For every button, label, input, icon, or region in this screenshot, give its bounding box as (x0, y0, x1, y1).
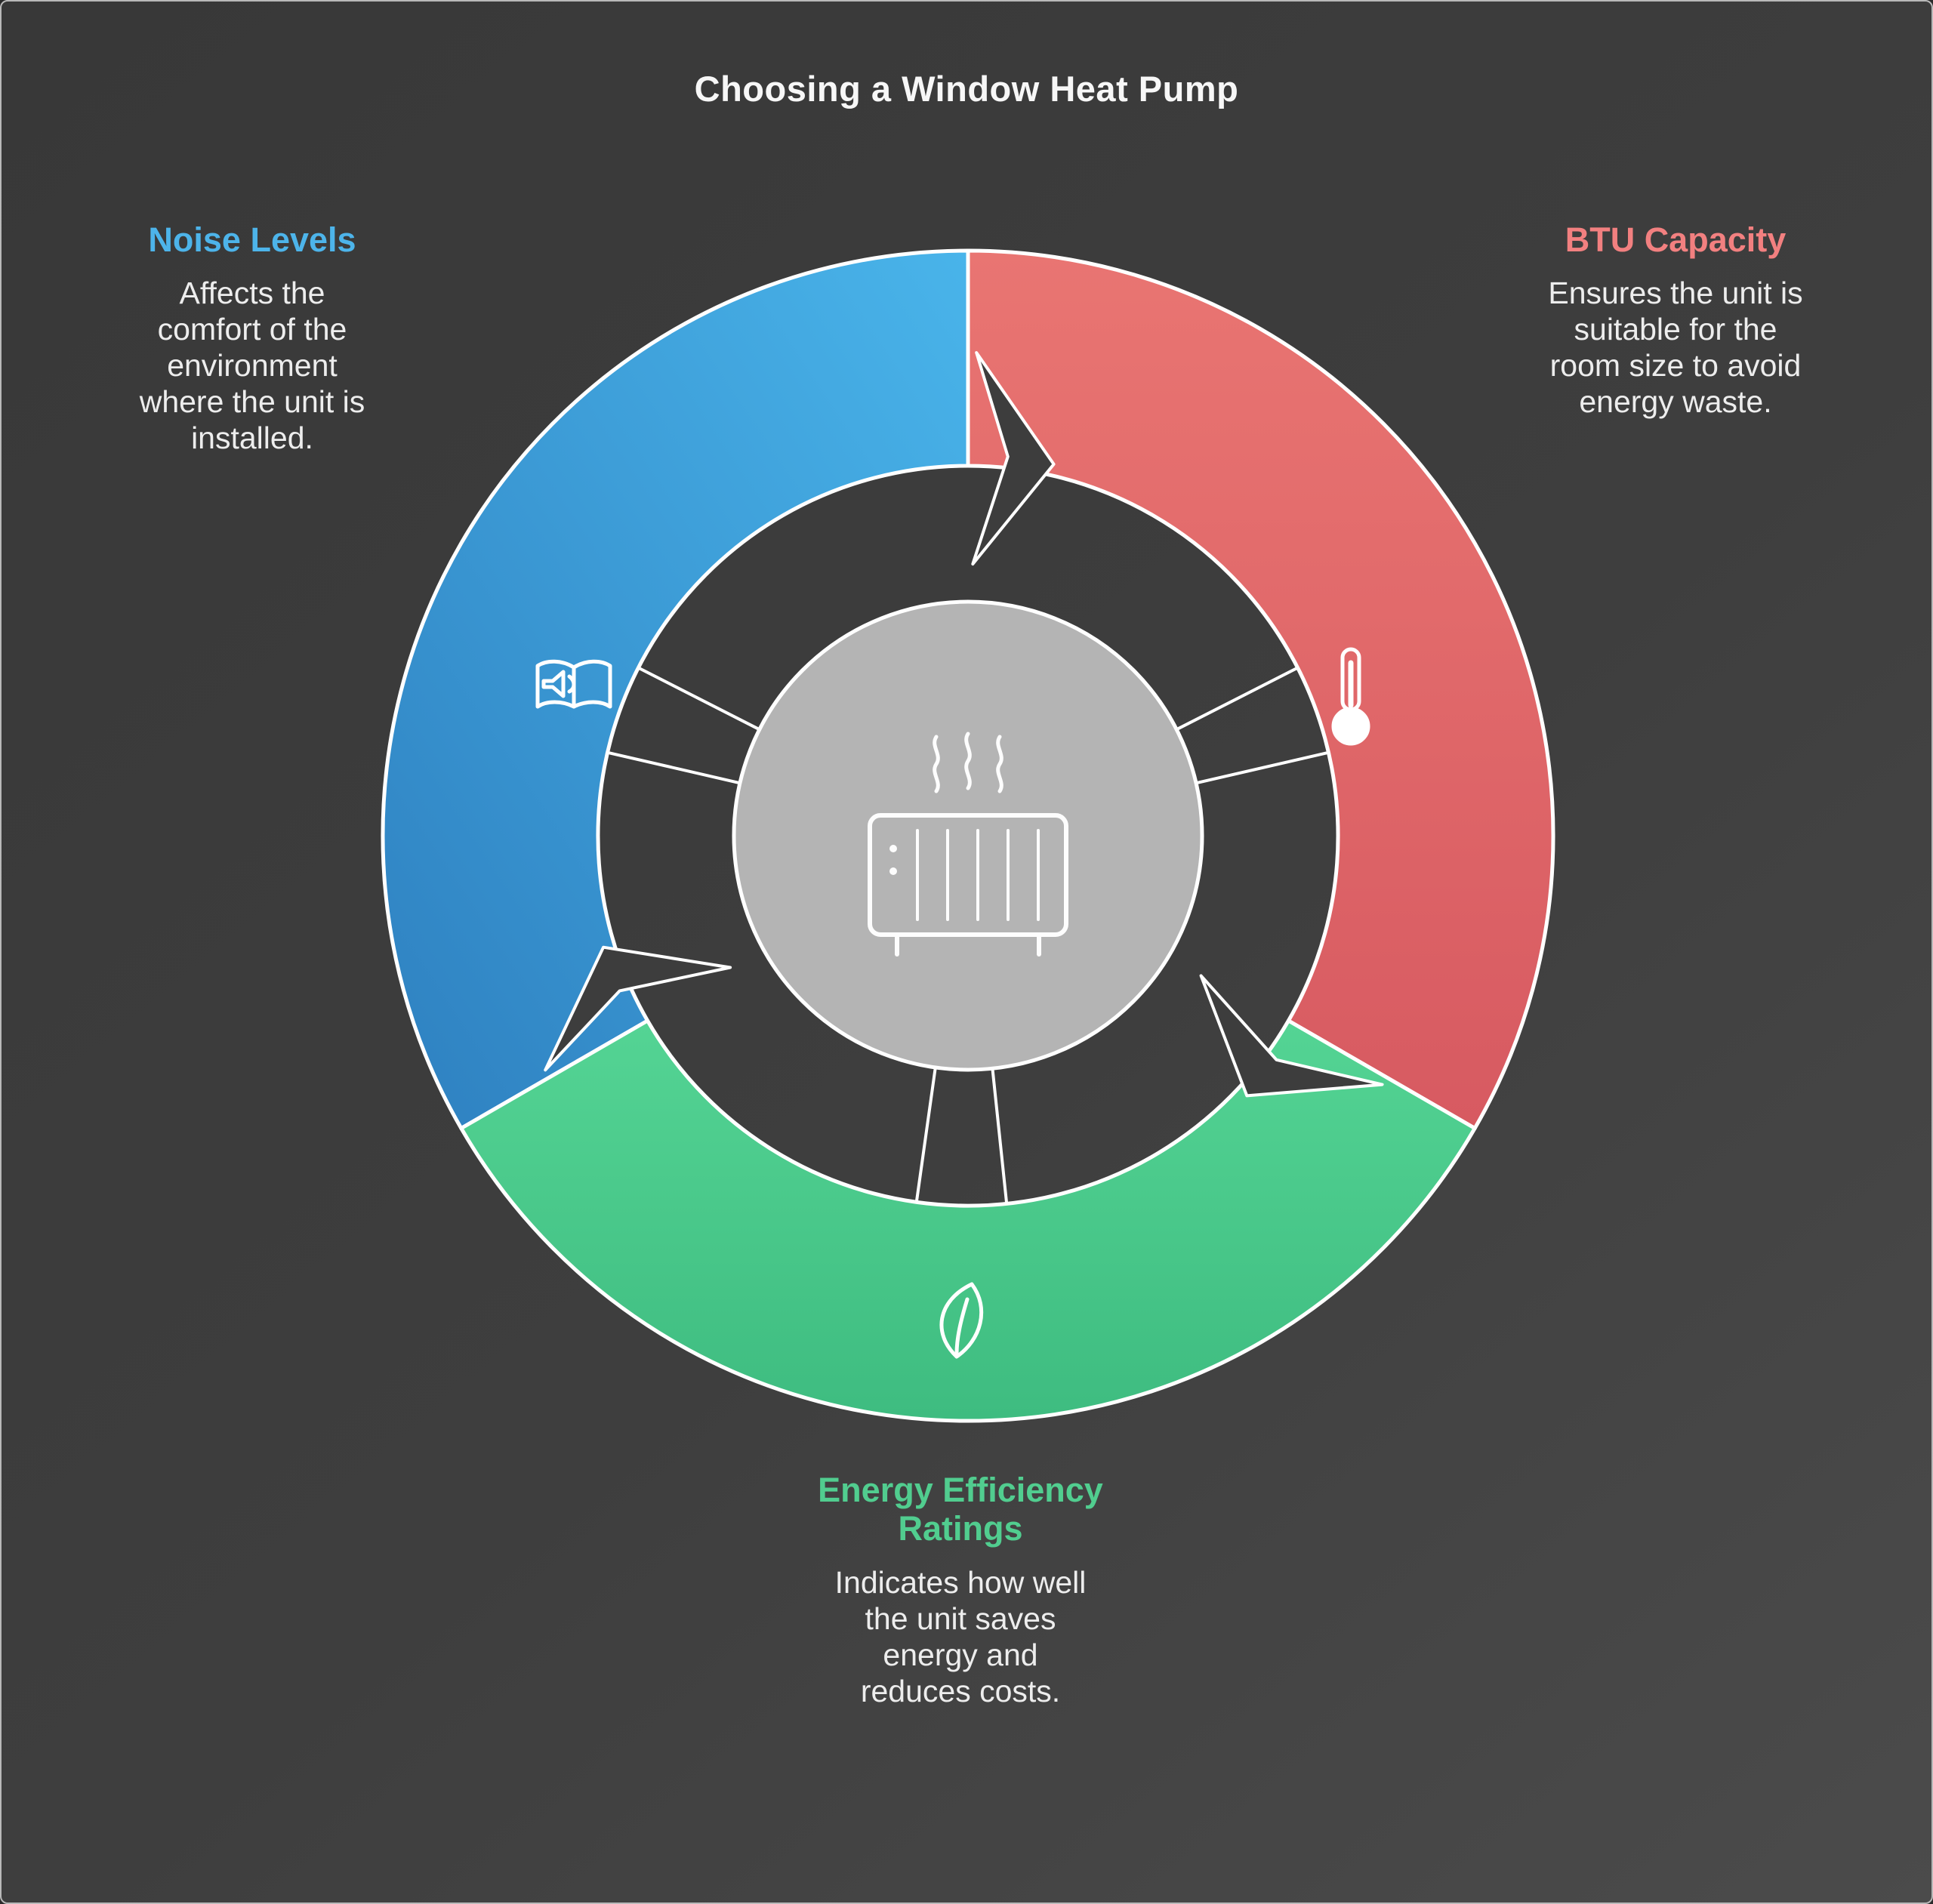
factor-energy-efficiency-description: Indicates how well the unit saves energy… (758, 1565, 1163, 1710)
segment-btu (966, 248, 1555, 1130)
factor-btu-capacity-description: Ensures the unit is suitable for the roo… (1483, 276, 1868, 421)
donut-ring (381, 248, 1555, 1423)
page-title: Choosing a Window Heat Pump (694, 69, 1239, 109)
description-line: Ensures the unit is (1548, 276, 1803, 311)
factor-noise-levels-description: Affects the comfort of the environment w… (71, 276, 433, 457)
leaf-icon (939, 1282, 984, 1359)
description-line: installed. (191, 421, 313, 456)
description-line: room size to avoid (1549, 348, 1802, 384)
factor-energy-efficiency-heading: Energy Efficiency Ratings (758, 1471, 1163, 1548)
cycle-arrow-right (1199, 974, 1384, 1098)
cycle-ring (544, 351, 1384, 1206)
factor-noise-levels-heading: Noise Levels (148, 220, 356, 259)
factor-noise-levels: Noise Levels Affects the comfort of the … (71, 220, 433, 457)
cycle-arrows (544, 351, 1384, 1098)
description-line: energy waste. (1579, 384, 1772, 420)
factor-energy-efficiency: Energy Efficiency Ratings Indicates how … (758, 1471, 1163, 1709)
thermometer-icon (1331, 647, 1370, 746)
description-line: suitable for the (1574, 312, 1777, 347)
description-line: comfort of the (157, 312, 347, 347)
cycle-arrow-top (971, 351, 1056, 566)
description-line: environment (167, 348, 338, 384)
description-line: the unit saves (865, 1601, 1056, 1636)
factor-btu-capacity: BTU Capacity Ensures the unit is suitabl… (1483, 220, 1868, 421)
speaker-book-icon (535, 659, 612, 709)
heading-line: Energy Efficiency (818, 1471, 1103, 1509)
description-line: Affects the (179, 276, 325, 311)
description-line: where the unit is (139, 384, 365, 420)
description-line: reduces costs. (860, 1673, 1061, 1708)
heat-pump-icon (868, 732, 1068, 957)
description-line: Indicates how well (834, 1564, 1087, 1600)
segment-energy (459, 1018, 1477, 1423)
center-circle (732, 599, 1204, 1072)
cycle-neck-lines (606, 665, 1330, 1206)
factor-btu-capacity-heading: BTU Capacity (1565, 220, 1787, 259)
description-line: energy and (883, 1637, 1038, 1672)
heading-line: Ratings (898, 1509, 1023, 1548)
cycle-arrow-left (544, 945, 732, 1072)
